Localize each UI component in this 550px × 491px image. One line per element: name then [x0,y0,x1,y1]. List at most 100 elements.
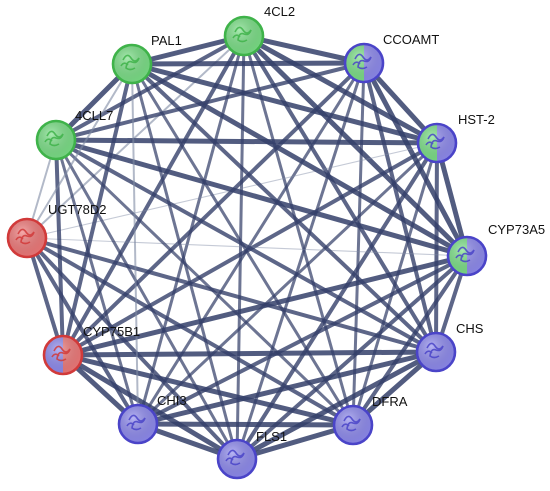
node-dfra[interactable]: DFRA [332,394,408,446]
protein-structure-icon [424,342,444,359]
node-label: UGT78D2 [48,202,107,217]
node-label: HST-2 [458,112,495,127]
protein-structure-icon [15,228,35,245]
node-shade [113,45,151,83]
node-outline [415,331,457,373]
edge-chs-4cll7 [54,138,438,354]
protein-structure-icon [455,246,475,263]
node-chi3[interactable]: CHI3 [117,393,187,445]
edge-chs-cyp75b1 [60,349,439,358]
node-outline [111,43,153,85]
protein-structure-icon [51,345,71,362]
edge-ccoamt-cyp73a5 [361,60,470,259]
node-cyp73a5[interactable]: CYP73A5 [446,222,545,277]
edge-fls1-cyp75b1 [60,352,240,462]
node-outline [117,403,159,445]
edge-4cl2-4cll7 [54,34,246,142]
edge-4cl2-dfra [242,34,355,427]
node-shade [448,237,486,275]
edge-4cl2-fls1 [235,34,246,461]
edge-cyp73a5-4cll7 [53,137,470,259]
edge-ccoamt-chi3 [136,61,366,426]
node-cyp75b1[interactable]: CYP75B1 [42,324,140,376]
node-pal1[interactable]: PAL1 [111,33,182,85]
edge-ugt78d2-pal1 [26,63,133,239]
protein-structure-icon [425,133,445,150]
node-outline [35,119,77,161]
edge-cyp73a5-dfra [351,254,469,427]
node-outline [446,235,488,277]
protein-structure-icon [120,54,140,71]
node-shade [418,124,456,162]
edge-4cl2-chs [242,34,438,354]
edge-dfra-chi3 [135,421,356,428]
node-outline [223,15,265,57]
edge-ccoamt-4cll7 [54,61,366,142]
node-ccoamt[interactable]: CCOAMT [343,32,439,84]
protein-structure-icon [341,415,361,432]
node-label: DFRA [372,394,408,409]
edge-cyp73a5-pal1 [129,61,470,259]
node-shade [37,121,75,159]
node-chs[interactable]: CHS [415,321,484,373]
edge-hst-2-pal1 [129,61,440,146]
edge-dfra-cyp75b1 [60,352,356,428]
edge-4cl2-ccoamt [241,33,367,66]
node-label: CHS [456,321,484,336]
edge-hst-2-4cll7 [53,137,440,146]
node-label: CYP73A5 [488,222,545,237]
node-shade [218,440,256,478]
node-outline [416,122,458,164]
edge-hst-2-chi3 [136,141,439,426]
node-ugt78d2[interactable]: UGT78D2 [6,202,107,259]
node-fls1[interactable]: FLS1 [216,429,287,480]
node-shade [44,336,82,374]
protein-structure-icon [352,53,372,70]
edge-cyp75b1-pal1 [61,62,134,357]
edge-ccoamt-pal1 [129,60,367,67]
node-shade [8,219,46,257]
edge-dfra-4cll7 [54,138,355,427]
node-label: FLS1 [256,429,287,444]
node-outline [343,42,385,84]
node-shade [225,17,263,55]
edge-chs-ugt78d2 [25,236,438,354]
protein-structure-icon [126,414,146,431]
node-outline [216,438,258,480]
node-4cl2[interactable]: 4CL2 [223,4,295,57]
protein-structure-icon [225,449,245,466]
edge-4cl2-ugt78d2 [26,35,245,239]
node-label: CCOAMT [383,32,439,47]
edge-chs-fls1 [234,349,439,462]
node-shade [345,44,383,82]
node-4cll7[interactable]: 4CLL7 [35,108,113,161]
node-label: CYP75B1 [83,324,140,339]
edge-fls1-4cll7 [54,138,239,461]
edge-ccoamt-chs [362,61,438,354]
node-label: CHI3 [157,393,187,408]
edge-4cl2-cyp73a5 [241,33,470,259]
protein-structure-icon [44,130,64,147]
edge-chi3-ugt78d2 [25,236,140,426]
edge-chs-pal1 [130,62,438,354]
edge-chi3-pal1 [131,63,139,425]
node-shade [119,405,157,443]
edge-chi3-4cll7 [54,138,140,426]
node-label: 4CL2 [264,4,295,19]
node-hst-2[interactable]: HST-2 [416,112,495,164]
edge-hst-2-dfra [351,141,439,427]
protein-structure-icon [232,26,252,43]
edge-dfra-pal1 [130,62,355,427]
node-shade [417,333,455,371]
edge-fls1-pal1 [130,62,239,461]
node-label: 4CLL7 [75,108,113,123]
edge-cyp75b1-4cll7 [54,138,65,357]
node-outline [42,334,84,376]
node-outline [6,217,48,259]
node-outline [332,404,374,446]
node-shade [334,406,372,444]
node-label: PAL1 [151,33,182,48]
edge-cyp75b1-ugt78d2 [25,236,65,357]
